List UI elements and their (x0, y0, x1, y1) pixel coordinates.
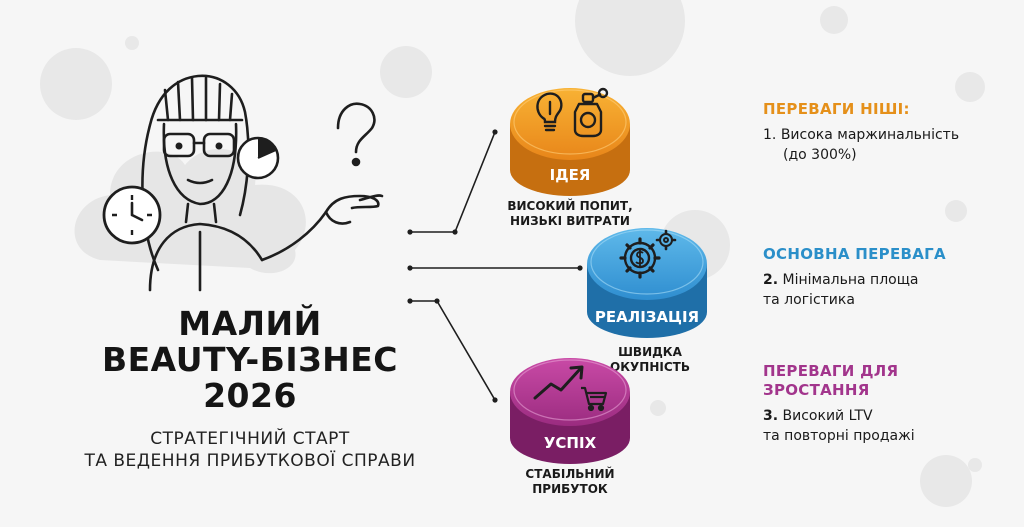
subtitle: СТРАТЕГІЧНИЙ СТАРТ ТА ВЕДЕННЯ ПРИБУТКОВО… (60, 428, 440, 472)
clock-icon (102, 185, 162, 245)
subtitle-line: ТА ВЕДЕННЯ ПРИБУТКОВОЇ СПРАВИ (84, 451, 416, 471)
benefit-number: 1. (763, 127, 777, 143)
benefit-number: 3. (763, 408, 779, 424)
perfume-bottle-icon (573, 87, 609, 138)
caption-line: НИЗЬКІ ВИТРАТИ (510, 214, 630, 228)
background-bubble (920, 455, 972, 507)
woman-with-glasses-icon (74, 74, 384, 292)
benefit-text: 3. Високий LTV та повторні продажі (763, 406, 1013, 446)
benefit-niche: ПЕРЕВАГИ НІШІ: 1. Висока маржинальність … (763, 100, 1013, 165)
benefit-text-line: Висока маржинальність (780, 127, 960, 143)
stage-success-disc: УСПІХ (510, 358, 630, 464)
stage-realization-disc: РЕАЛІЗАЦІЯ (587, 228, 707, 338)
stage-realization-caption: ШВИДКА ОКУПНІСТЬ (585, 345, 715, 375)
background-bubble (40, 48, 112, 120)
stage-idea-caption: ВИСОКИЙ ПОПИТ, НИЗЬКІ ВИТРАТИ (490, 199, 650, 229)
pie-chart-icon (236, 136, 280, 180)
benefit-text-line: та повторні продажі (763, 428, 915, 444)
caption-line: СТАБІЛЬНИЙ (525, 467, 615, 481)
background-bubble (945, 200, 967, 222)
stage-label: ІДЕЯ (550, 166, 591, 184)
gear-dollar-icon (619, 237, 661, 279)
stage-label: РЕАЛІЗАЦІЯ (595, 308, 699, 326)
page-title-line: МАЛИЙ (178, 304, 322, 343)
benefit-title-line: ЗРОСТАННЯ (763, 381, 870, 399)
benefit-title: ОСНОВНА ПЕРЕВАГА (763, 245, 946, 263)
background-bubble (968, 458, 982, 472)
title-block: МАЛИЙ BEAUTY-БІЗНЕС 2026 СТРАТЕГІЧНИЙ СТ… (60, 306, 440, 472)
page-title-line: 2026 (203, 376, 297, 415)
benefit-text: 2. Мінімальна площа та логістика (763, 270, 1013, 310)
benefit-text-line: (до 300%) (783, 147, 857, 163)
stage-idea-disc: ІДЕЯ (510, 87, 630, 196)
background-bubble (955, 72, 985, 102)
small-gear-icon (655, 229, 677, 251)
shopping-cart-icon (581, 386, 608, 412)
benefit-growth: ПЕРЕВАГИ ДЛЯ ЗРОСТАННЯ 3. Високий LTV та… (763, 362, 1013, 446)
lightbulb-icon (536, 92, 563, 132)
benefit-number: 2. (763, 272, 779, 288)
page-title-line: BEAUTY-БІЗНЕС (101, 340, 399, 379)
background-bubble (125, 36, 139, 50)
benefit-text-line: Високий LTV (782, 408, 873, 424)
growth-arrow-icon (533, 365, 584, 400)
stage-label: УСПІХ (544, 434, 597, 452)
benefit-text: 1. Висока маржинальність (до 300%) (763, 125, 1013, 165)
benefit-text-line: Мінімальна площа (782, 272, 919, 288)
benefit-title-line: ПЕРЕВАГИ ДЛЯ (763, 362, 899, 380)
caption-line: ОКУПНІСТЬ (610, 360, 690, 374)
caption-line: ШВИДКА (618, 345, 682, 359)
caption-line: ПРИБУТОК (532, 482, 608, 496)
background-bubble (380, 46, 432, 98)
background-bubble (650, 400, 666, 416)
background-bubble (820, 6, 848, 34)
benefit-title: ПЕРЕВАГИ НІШІ: (763, 100, 910, 118)
benefit-text-line: та логістика (763, 292, 855, 308)
stage-success-caption: СТАБІЛЬНИЙ ПРИБУТОК (495, 467, 645, 497)
caption-line: ВИСОКИЙ ПОПИТ, (507, 199, 633, 213)
benefit-title: ПЕРЕВАГИ ДЛЯ ЗРОСТАННЯ (763, 362, 1013, 400)
benefit-main: ОСНОВНА ПЕРЕВАГА 2. Мінімальна площа та … (763, 245, 1013, 310)
subtitle-line: СТРАТЕГІЧНИЙ СТАРТ (150, 429, 350, 449)
